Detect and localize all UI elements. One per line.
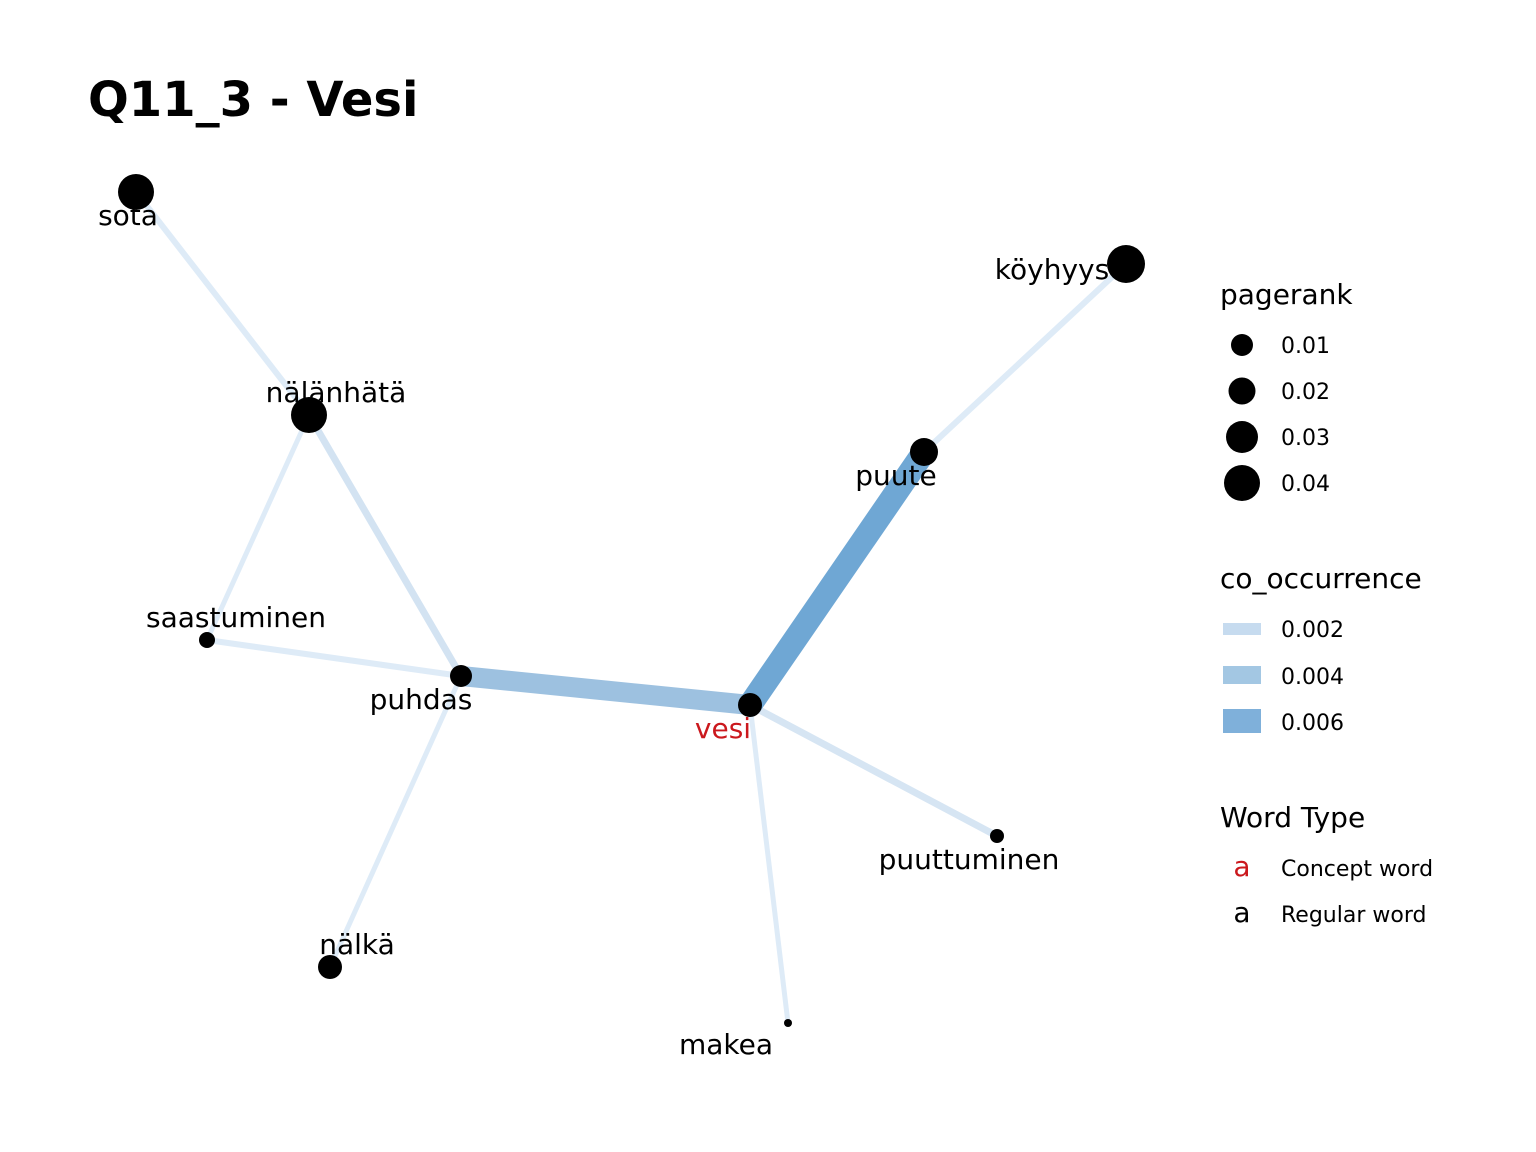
edge-nälänhätä-saastuminen xyxy=(204,413,312,642)
node-label-vesi: vesi xyxy=(695,712,751,745)
node-makea xyxy=(784,1019,792,1027)
edge-vesi-makea xyxy=(747,704,791,1024)
legend-pagerank-key-4 xyxy=(1224,465,1260,501)
node-label-makea: makea xyxy=(679,1028,773,1061)
edge-saastuminen-puhdas xyxy=(206,637,462,679)
edge-vesi-puute xyxy=(740,445,934,712)
legend-pagerank-label-4: 0.04 xyxy=(1281,472,1330,497)
legend-co-occurrence-label-2: 0.004 xyxy=(1281,665,1344,690)
edge-sota-nälänhätä xyxy=(133,190,312,417)
edge-puhdas-vesi xyxy=(460,666,751,715)
node-label-sota: sota xyxy=(98,199,158,232)
legend-word-type-key-regular: a xyxy=(1233,896,1250,929)
legend-co-occurrence-key-1 xyxy=(1223,623,1261,635)
legend-co-occurrence-key-2 xyxy=(1223,666,1261,684)
node-nälänhätä xyxy=(291,397,327,433)
node-puuttuminen xyxy=(990,829,1004,843)
node-labels: vesi puhdas puute köyhyys sota nälänhätä saast… xyxy=(98,199,1109,1061)
legend-co-occurrence-label-3: 0.006 xyxy=(1281,711,1344,736)
node-köyhyys xyxy=(1107,245,1145,283)
legend-pagerank-label-1: 0.01 xyxy=(1281,334,1330,359)
legend-word-type-label-concept: Concept word xyxy=(1281,857,1433,882)
node-label-puuttuminen: puuttuminen xyxy=(879,843,1060,876)
edge-nälänhätä-puhdas xyxy=(305,413,465,678)
legend-co-occurrence-label-1: 0.002 xyxy=(1281,618,1344,643)
node-label-saastuminen: saastuminen xyxy=(146,601,326,634)
node-label-nälänhätä: nälänhätä xyxy=(266,376,407,409)
node-nälkä xyxy=(318,955,342,979)
legend-pagerank-label-3: 0.03 xyxy=(1281,426,1330,451)
edge-puhdas-nälkä xyxy=(327,674,464,969)
node-label-puute: puute xyxy=(855,459,936,492)
legend-pagerank-label-2: 0.02 xyxy=(1281,380,1330,405)
node-label-puhdas: puhdas xyxy=(370,683,473,716)
legend-pagerank-key-3 xyxy=(1226,421,1258,453)
node-sota xyxy=(118,174,154,210)
legend-pagerank-key-1 xyxy=(1231,334,1253,356)
legend-word-type: Word Type a Concept word a Regular word xyxy=(1220,801,1433,929)
nodes xyxy=(118,174,1145,1027)
edge-puute-köyhyys xyxy=(921,261,1129,455)
legend-pagerank-key-2 xyxy=(1228,377,1256,405)
node-puute xyxy=(910,438,938,466)
legend-word-type-title: Word Type xyxy=(1220,801,1365,834)
legend-co-occurrence: co_occurrence 0.002 0.004 0.006 xyxy=(1220,562,1422,736)
edge-vesi-puuttuminen xyxy=(748,701,999,840)
legend-pagerank: pagerank 0.01 0.02 0.03 0.04 xyxy=(1220,278,1353,501)
node-vesi xyxy=(738,693,762,717)
node-label-köyhyys: köyhyys xyxy=(995,253,1109,286)
chart-title: Q11_3 - Vesi xyxy=(88,72,418,128)
legend-word-type-label-regular: Regular word xyxy=(1281,903,1426,928)
legend-co-occurrence-key-3 xyxy=(1223,709,1261,733)
legend-co-occurrence-title: co_occurrence xyxy=(1220,562,1422,595)
node-puhdas xyxy=(450,665,472,687)
legend-pagerank-title: pagerank xyxy=(1220,278,1353,311)
node-saastuminen xyxy=(199,632,215,648)
legend: pagerank 0.01 0.02 0.03 0.04 co_occurren… xyxy=(1220,278,1433,929)
node-label-nälkä: nälkä xyxy=(319,928,395,961)
legend-word-type-key-concept: a xyxy=(1233,850,1250,883)
edges xyxy=(133,190,1129,1024)
